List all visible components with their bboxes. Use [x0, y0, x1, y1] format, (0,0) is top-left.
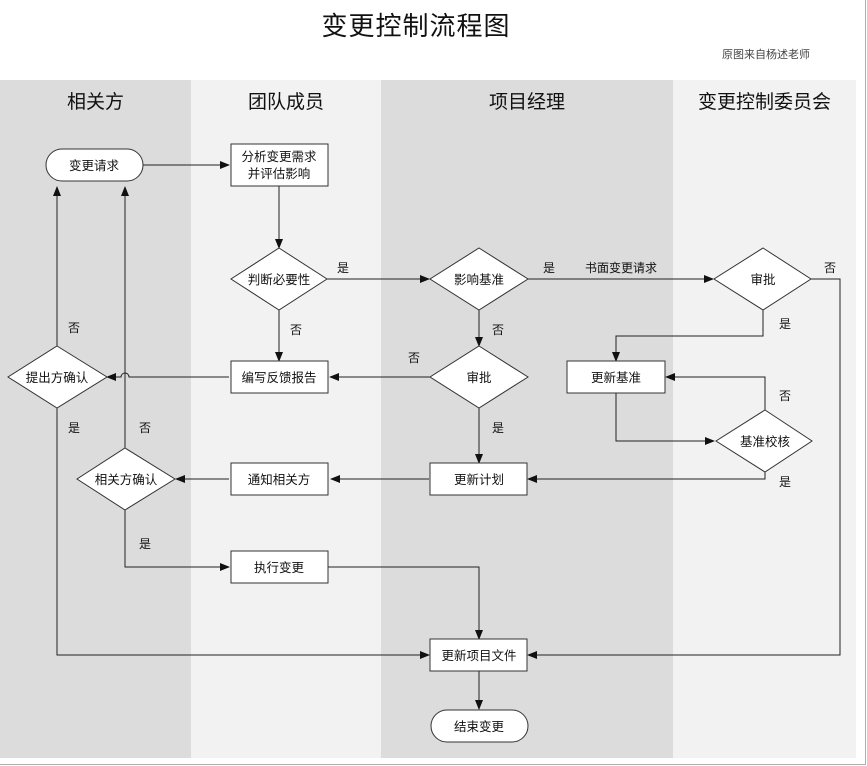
- edge-ccb-yes-to-update-baseline: [612, 310, 764, 362]
- check-yes-label: 是: [779, 475, 791, 489]
- proposer-yes-label: 是: [68, 421, 80, 435]
- proposer-confirm-label: 提出方确认: [26, 370, 89, 385]
- lane-header-stakeholders: 相关方: [66, 91, 124, 113]
- update-docs-process: [429, 638, 528, 672]
- lane-team-members: 团队成员: [191, 80, 381, 758]
- analyze-label-line2: 并评估影响: [248, 166, 311, 181]
- pm-no-label: 否: [408, 351, 420, 365]
- stakeholder-confirm-decision: [76, 447, 176, 511]
- lane-header-change-control-board: 变更控制委员会: [697, 91, 831, 113]
- edge-execute-to-docs: [327, 566, 483, 640]
- edge-check-yes-to-plan: [527, 472, 766, 483]
- lane-header-team-members: 团队成员: [247, 91, 324, 113]
- check-no-label: 否: [779, 389, 791, 403]
- impact-no-label: 否: [492, 323, 504, 337]
- write-report-process: [230, 360, 329, 394]
- proposer-confirm-decision: [7, 345, 108, 409]
- change-request-terminal: [45, 148, 144, 182]
- impact-baseline-label: 影响基准: [454, 272, 504, 287]
- edge-check-no-to-baseline: [665, 373, 766, 410]
- edge-proposer-yes-to-docs: [56, 408, 430, 659]
- judge-necessity-decision: [230, 247, 328, 311]
- ccb-approve-label: 审批: [750, 272, 775, 287]
- baseline-check-label: 基准校核: [740, 434, 791, 449]
- written-request-label: 书面变更请求: [585, 260, 657, 275]
- pm-approve-decision: [429, 345, 529, 409]
- update-plan-process: [429, 462, 528, 496]
- update-plan-label: 更新计划: [454, 472, 504, 487]
- update-baseline-label: 更新基准: [591, 370, 641, 385]
- edge-stake-yes-to-execute: [124, 510, 230, 571]
- lane-header-project-manager: 项目经理: [488, 91, 565, 113]
- analyze-process: [230, 143, 329, 187]
- source-credit: 原图来自杨述老师: [722, 48, 810, 61]
- impact-yes-label: 是: [543, 261, 555, 275]
- ccb-yes-label: 是: [779, 317, 791, 331]
- pm-approve-label: 审批: [466, 370, 491, 385]
- page-title: 变更控制流程图: [321, 12, 511, 42]
- edge-ccb-no-to-update-docs: [527, 278, 841, 659]
- ccb-no-label: 否: [824, 261, 836, 275]
- stake-no-label: 否: [139, 421, 151, 435]
- update-baseline-process: [566, 360, 666, 394]
- ccb-approve-decision: [713, 247, 812, 311]
- proposer-no-label: 否: [68, 321, 80, 335]
- update-docs-label: 更新项目文件: [441, 648, 516, 663]
- execute-change-label: 执行变更: [254, 560, 305, 575]
- judge-necessity-label: 判断必要性: [248, 272, 311, 287]
- stakeholder-confirm-label: 相关方确认: [95, 472, 158, 487]
- edge-baseline-to-check: [615, 393, 715, 445]
- notify-process: [230, 462, 329, 496]
- execute-change-process: [230, 550, 329, 584]
- write-report-label: 编写反馈报告: [241, 370, 316, 385]
- end-change-label: 结束变更: [454, 719, 505, 734]
- impact-baseline-decision: [429, 247, 529, 311]
- pm-yes-label: 是: [492, 421, 504, 435]
- lane-stakeholders: 相关方: [0, 80, 191, 758]
- stake-yes-label: 是: [139, 537, 151, 551]
- analyze-label-line1: 分析变更需求: [241, 149, 317, 164]
- end-change-terminal: [430, 709, 529, 743]
- baseline-check-decision: [715, 409, 813, 473]
- change-request-label: 变更请求: [69, 158, 120, 173]
- notify-label: 通知相关方: [248, 472, 311, 487]
- judge-yes-label: 是: [337, 261, 349, 275]
- judge-no-label: 否: [290, 323, 302, 337]
